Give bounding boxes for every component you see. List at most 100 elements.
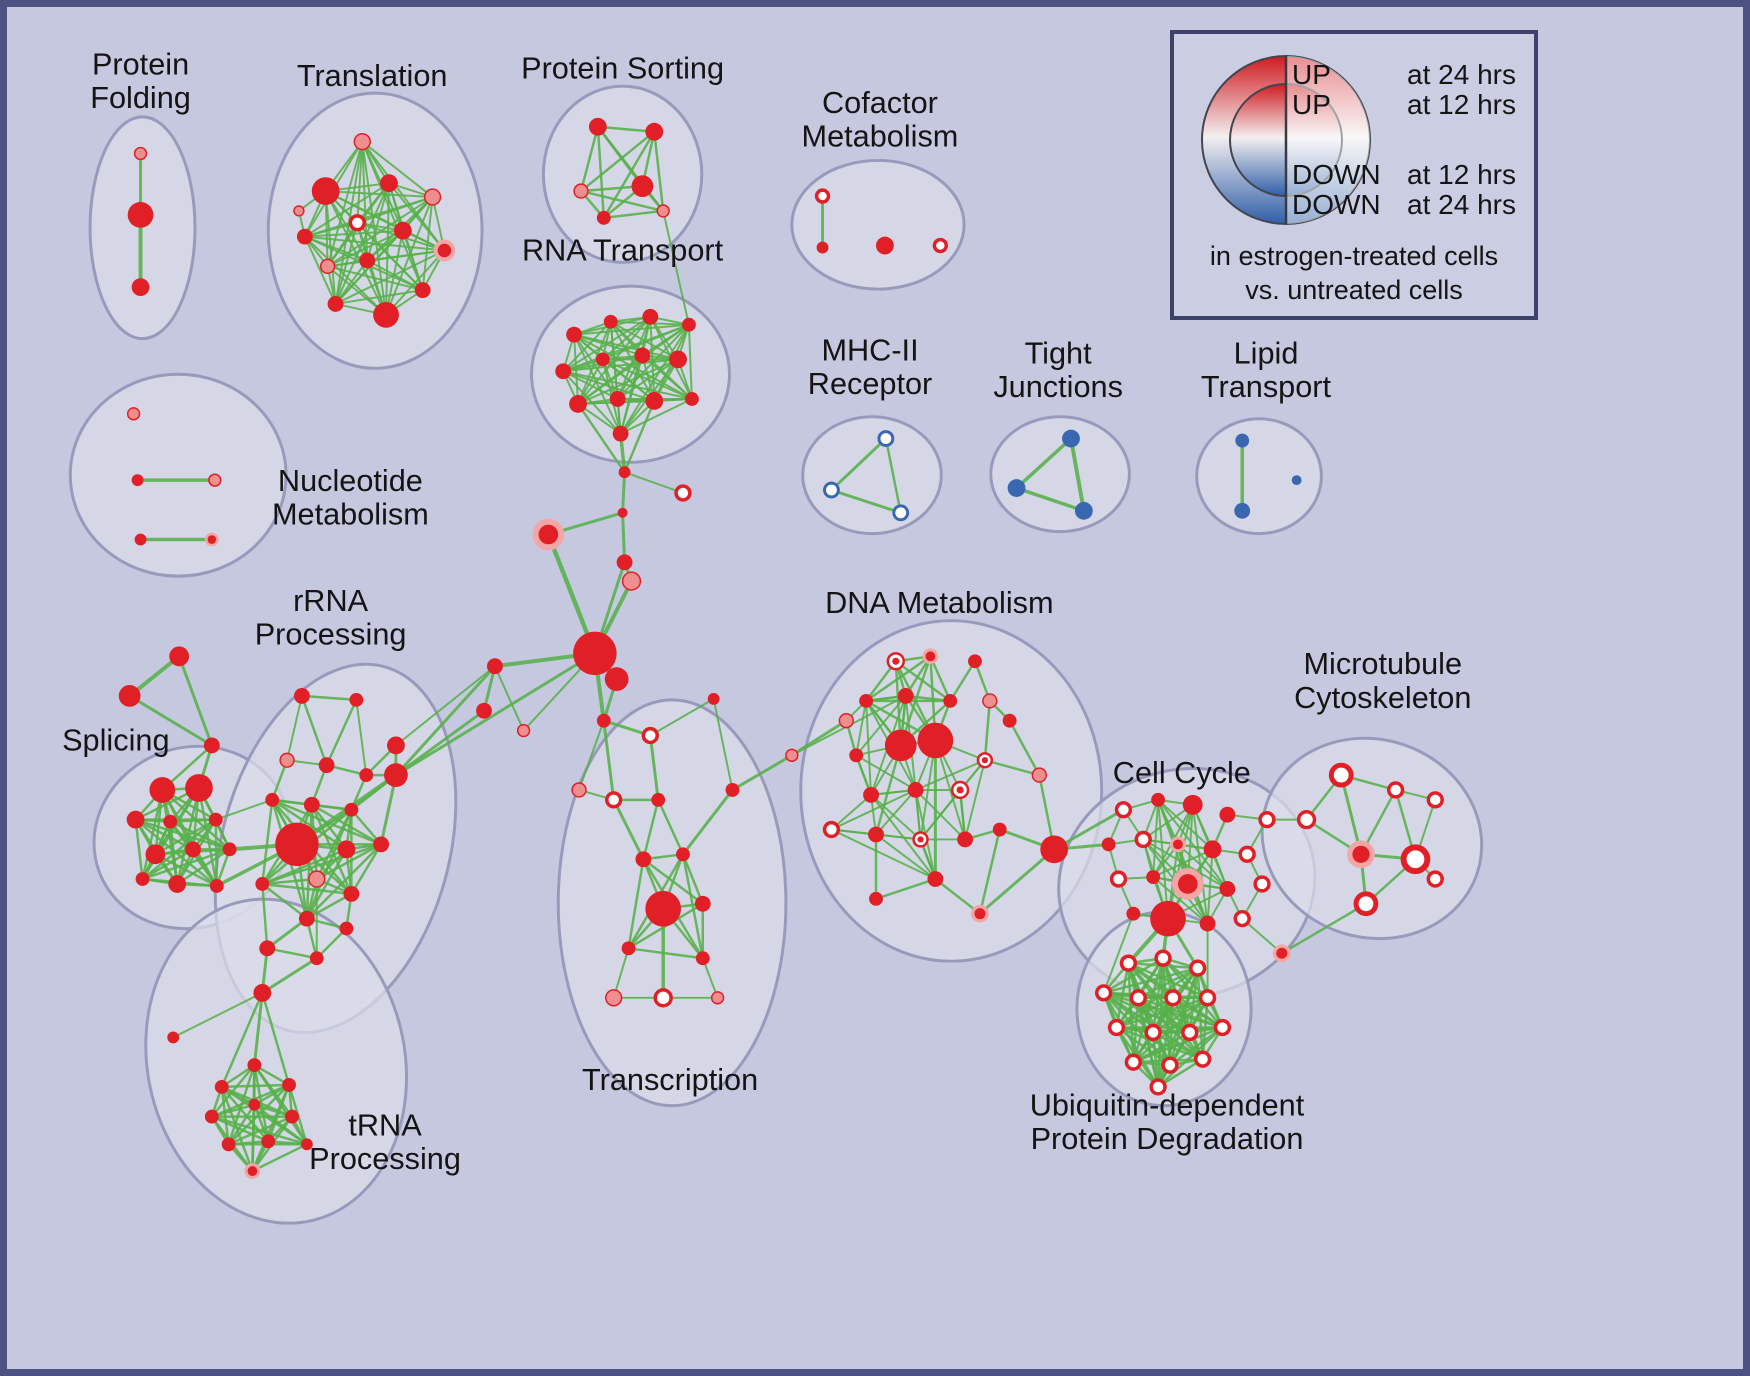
network-node[interactable] xyxy=(1134,830,1152,849)
network-node[interactable] xyxy=(343,885,360,902)
network-node[interactable] xyxy=(134,533,147,546)
network-node[interactable] xyxy=(912,831,929,848)
network-node[interactable] xyxy=(1189,959,1207,977)
network-node[interactable] xyxy=(127,201,154,228)
network-node[interactable] xyxy=(204,1109,219,1124)
network-node[interactable] xyxy=(131,278,150,297)
network-node[interactable] xyxy=(532,518,565,551)
network-node[interactable] xyxy=(1074,501,1093,520)
network-node[interactable] xyxy=(344,802,359,817)
network-node[interactable] xyxy=(293,205,305,217)
network-node[interactable] xyxy=(1296,809,1317,830)
network-node[interactable] xyxy=(1258,810,1276,829)
network-node[interactable] xyxy=(118,685,141,707)
network-node[interactable] xyxy=(204,532,219,547)
network-node[interactable] xyxy=(1233,909,1251,928)
network-node[interactable] xyxy=(569,395,587,413)
network-node[interactable] xyxy=(863,786,879,803)
network-node[interactable] xyxy=(884,729,917,762)
network-node[interactable] xyxy=(208,473,222,487)
network-node[interactable] xyxy=(992,822,1007,837)
network-node[interactable] xyxy=(849,748,864,763)
network-node[interactable] xyxy=(573,631,617,676)
network-node[interactable] xyxy=(635,851,652,868)
network-node[interactable] xyxy=(423,188,442,206)
network-node[interactable] xyxy=(634,347,651,364)
network-node[interactable] xyxy=(612,425,629,442)
network-node[interactable] xyxy=(247,1058,262,1073)
network-node[interactable] xyxy=(1253,875,1271,893)
network-node[interactable] xyxy=(373,301,399,328)
network-node[interactable] xyxy=(897,688,914,704)
network-node[interactable] xyxy=(1007,479,1026,497)
network-node[interactable] xyxy=(1234,502,1251,519)
network-node[interactable] xyxy=(605,989,623,1007)
network-node[interactable] xyxy=(353,132,371,151)
network-node[interactable] xyxy=(293,688,310,704)
network-node[interactable] xyxy=(387,736,405,755)
network-node[interactable] xyxy=(695,951,710,966)
network-node[interactable] xyxy=(1193,1050,1212,1068)
network-node[interactable] xyxy=(656,204,670,218)
network-node[interactable] xyxy=(1114,801,1133,819)
network-node[interactable] xyxy=(968,654,982,669)
network-node[interactable] xyxy=(1040,835,1069,864)
network-node[interactable] xyxy=(886,652,905,671)
network-node[interactable] xyxy=(982,693,998,709)
network-node[interactable] xyxy=(255,877,270,891)
network-node[interactable] xyxy=(131,474,144,487)
network-node[interactable] xyxy=(823,481,840,499)
network-node[interactable] xyxy=(327,296,344,312)
network-node[interactable] xyxy=(1062,429,1080,448)
network-node[interactable] xyxy=(1203,840,1222,859)
network-node[interactable] xyxy=(259,940,276,957)
network-node[interactable] xyxy=(433,239,456,262)
network-node[interactable] xyxy=(868,826,884,843)
network-node[interactable] xyxy=(566,326,583,343)
network-node[interactable] xyxy=(126,810,145,829)
network-node[interactable] xyxy=(604,667,629,691)
network-node[interactable] xyxy=(710,991,725,1005)
network-node[interactable] xyxy=(300,1138,313,1151)
network-node[interactable] xyxy=(1400,844,1431,875)
network-node[interactable] xyxy=(244,1163,261,1179)
network-node[interactable] xyxy=(1219,881,1236,897)
network-node[interactable] xyxy=(869,891,883,906)
network-node[interactable] xyxy=(1238,845,1256,863)
network-node[interactable] xyxy=(1119,954,1138,972)
network-node[interactable] xyxy=(1235,433,1250,448)
network-node[interactable] xyxy=(932,237,948,254)
network-node[interactable] xyxy=(275,822,319,867)
network-node[interactable] xyxy=(618,466,631,479)
network-node[interactable] xyxy=(359,768,374,783)
network-node[interactable] xyxy=(145,844,166,865)
network-node[interactable] xyxy=(617,507,628,518)
network-node[interactable] xyxy=(1129,989,1147,1007)
network-node[interactable] xyxy=(645,392,664,410)
network-node[interactable] xyxy=(126,407,141,421)
network-node[interactable] xyxy=(1150,900,1186,937)
network-node[interactable] xyxy=(1154,949,1172,967)
network-node[interactable] xyxy=(1426,870,1444,888)
network-node[interactable] xyxy=(917,722,954,759)
network-node[interactable] xyxy=(1213,1018,1232,1037)
network-node[interactable] xyxy=(957,831,973,848)
network-node[interactable] xyxy=(319,258,336,275)
network-node[interactable] xyxy=(922,648,939,665)
network-node[interactable] xyxy=(149,777,176,803)
network-node[interactable] xyxy=(892,504,910,522)
network-node[interactable] xyxy=(380,174,398,193)
network-node[interactable] xyxy=(971,904,989,923)
network-node[interactable] xyxy=(707,692,720,705)
network-node[interactable] xyxy=(588,117,607,136)
network-node[interactable] xyxy=(167,1031,180,1044)
network-node[interactable] xyxy=(681,317,696,332)
network-node[interactable] xyxy=(573,183,589,199)
network-node[interactable] xyxy=(163,814,178,829)
network-node[interactable] xyxy=(596,713,611,728)
network-node[interactable] xyxy=(349,692,364,707)
network-node[interactable] xyxy=(814,188,831,204)
network-node[interactable] xyxy=(943,693,958,708)
network-node[interactable] xyxy=(1031,767,1047,783)
network-node[interactable] xyxy=(1199,915,1216,932)
